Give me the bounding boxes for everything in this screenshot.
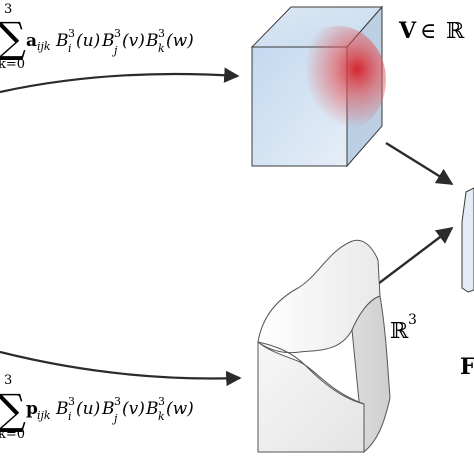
top-basis-1-sub: i: [68, 42, 72, 55]
top-basis-3-sup: 3: [158, 27, 165, 40]
top-basis-3-sub: k: [158, 42, 165, 55]
top-label-relation: ∈: [420, 19, 436, 44]
bottom-basis-2-sub: j: [111, 412, 118, 425]
top-sum-upper: 3: [4, 2, 12, 17]
bottom-basis-1: B: [55, 399, 69, 419]
top-arg-1: (u): [76, 31, 100, 51]
top-label-symbol: V: [398, 18, 417, 44]
bottom-basis-2-sup: 3: [114, 395, 121, 408]
top-sum-sign: ∑: [0, 13, 26, 62]
solid-edge-curve: [257, 341, 365, 405]
top-basis-1: B: [55, 31, 69, 51]
bottom-sum-sign: ∑: [0, 385, 26, 434]
bottom-arg-3: (w): [166, 399, 194, 419]
top-space-label: V ∈ ℝ: [398, 18, 465, 44]
bottom-basis-1-sup: 3: [68, 395, 75, 408]
bottom-sum-lower: k=0: [0, 427, 25, 442]
right-label: F: [460, 354, 474, 380]
bottom-label-exponent: 3: [408, 312, 417, 328]
top-basis-3: B: [145, 31, 159, 51]
arrow-cube-to-right: [385, 141, 454, 186]
bottom-basis-3: B: [145, 399, 159, 419]
top-label-space: ℝ: [446, 19, 465, 44]
top-sum-lower: k=0: [0, 57, 25, 72]
bottom-arg-1: (u): [76, 399, 100, 419]
bottom-formula: 3 ∑ k=0 p ijk B 3 i (u) B 3 j (v) B 3 k …: [0, 373, 194, 442]
right-partial-shape: [461, 187, 474, 293]
top-coef-sub: ijk: [37, 40, 51, 53]
arrow-solid-to-right: [369, 226, 454, 291]
heat-volume-cube: [250, 5, 386, 168]
top-basis-1-sup: 3: [68, 27, 75, 40]
arrow-top-to-cube: [0, 67, 240, 94]
heat-blob: [290, 26, 386, 134]
bottom-arg-2: (v): [122, 399, 145, 419]
solid-front-face: [257, 340, 365, 453]
arrow-bottom-to-solid: [0, 350, 242, 387]
solid-top-surface: [257, 239, 381, 354]
bottom-basis-3-sub: k: [158, 410, 165, 423]
top-formula: 3 ∑ k=0 a ijk B 3 i (u) B 3 j (v) B 3 k …: [0, 2, 194, 72]
top-coef: a: [26, 31, 37, 51]
bottom-coef-sub: ijk: [37, 409, 51, 422]
bottom-coef: p: [26, 399, 38, 419]
top-basis-2: B: [101, 31, 115, 51]
top-basis-2-sup: 3: [114, 27, 121, 40]
bottom-label-space: ℝ: [390, 319, 409, 344]
bottom-basis-3-sup: 3: [158, 395, 165, 408]
bottom-space-label: ℝ 3: [390, 312, 417, 344]
bottom-basis-1-sub: i: [68, 410, 72, 423]
top-basis-2-sub: j: [111, 44, 118, 57]
top-arg-3: (w): [166, 31, 194, 51]
bottom-sum-upper: 3: [4, 373, 12, 388]
top-arg-2: (v): [122, 31, 145, 51]
deformed-solid: [257, 239, 391, 454]
bottom-basis-2: B: [101, 399, 115, 419]
